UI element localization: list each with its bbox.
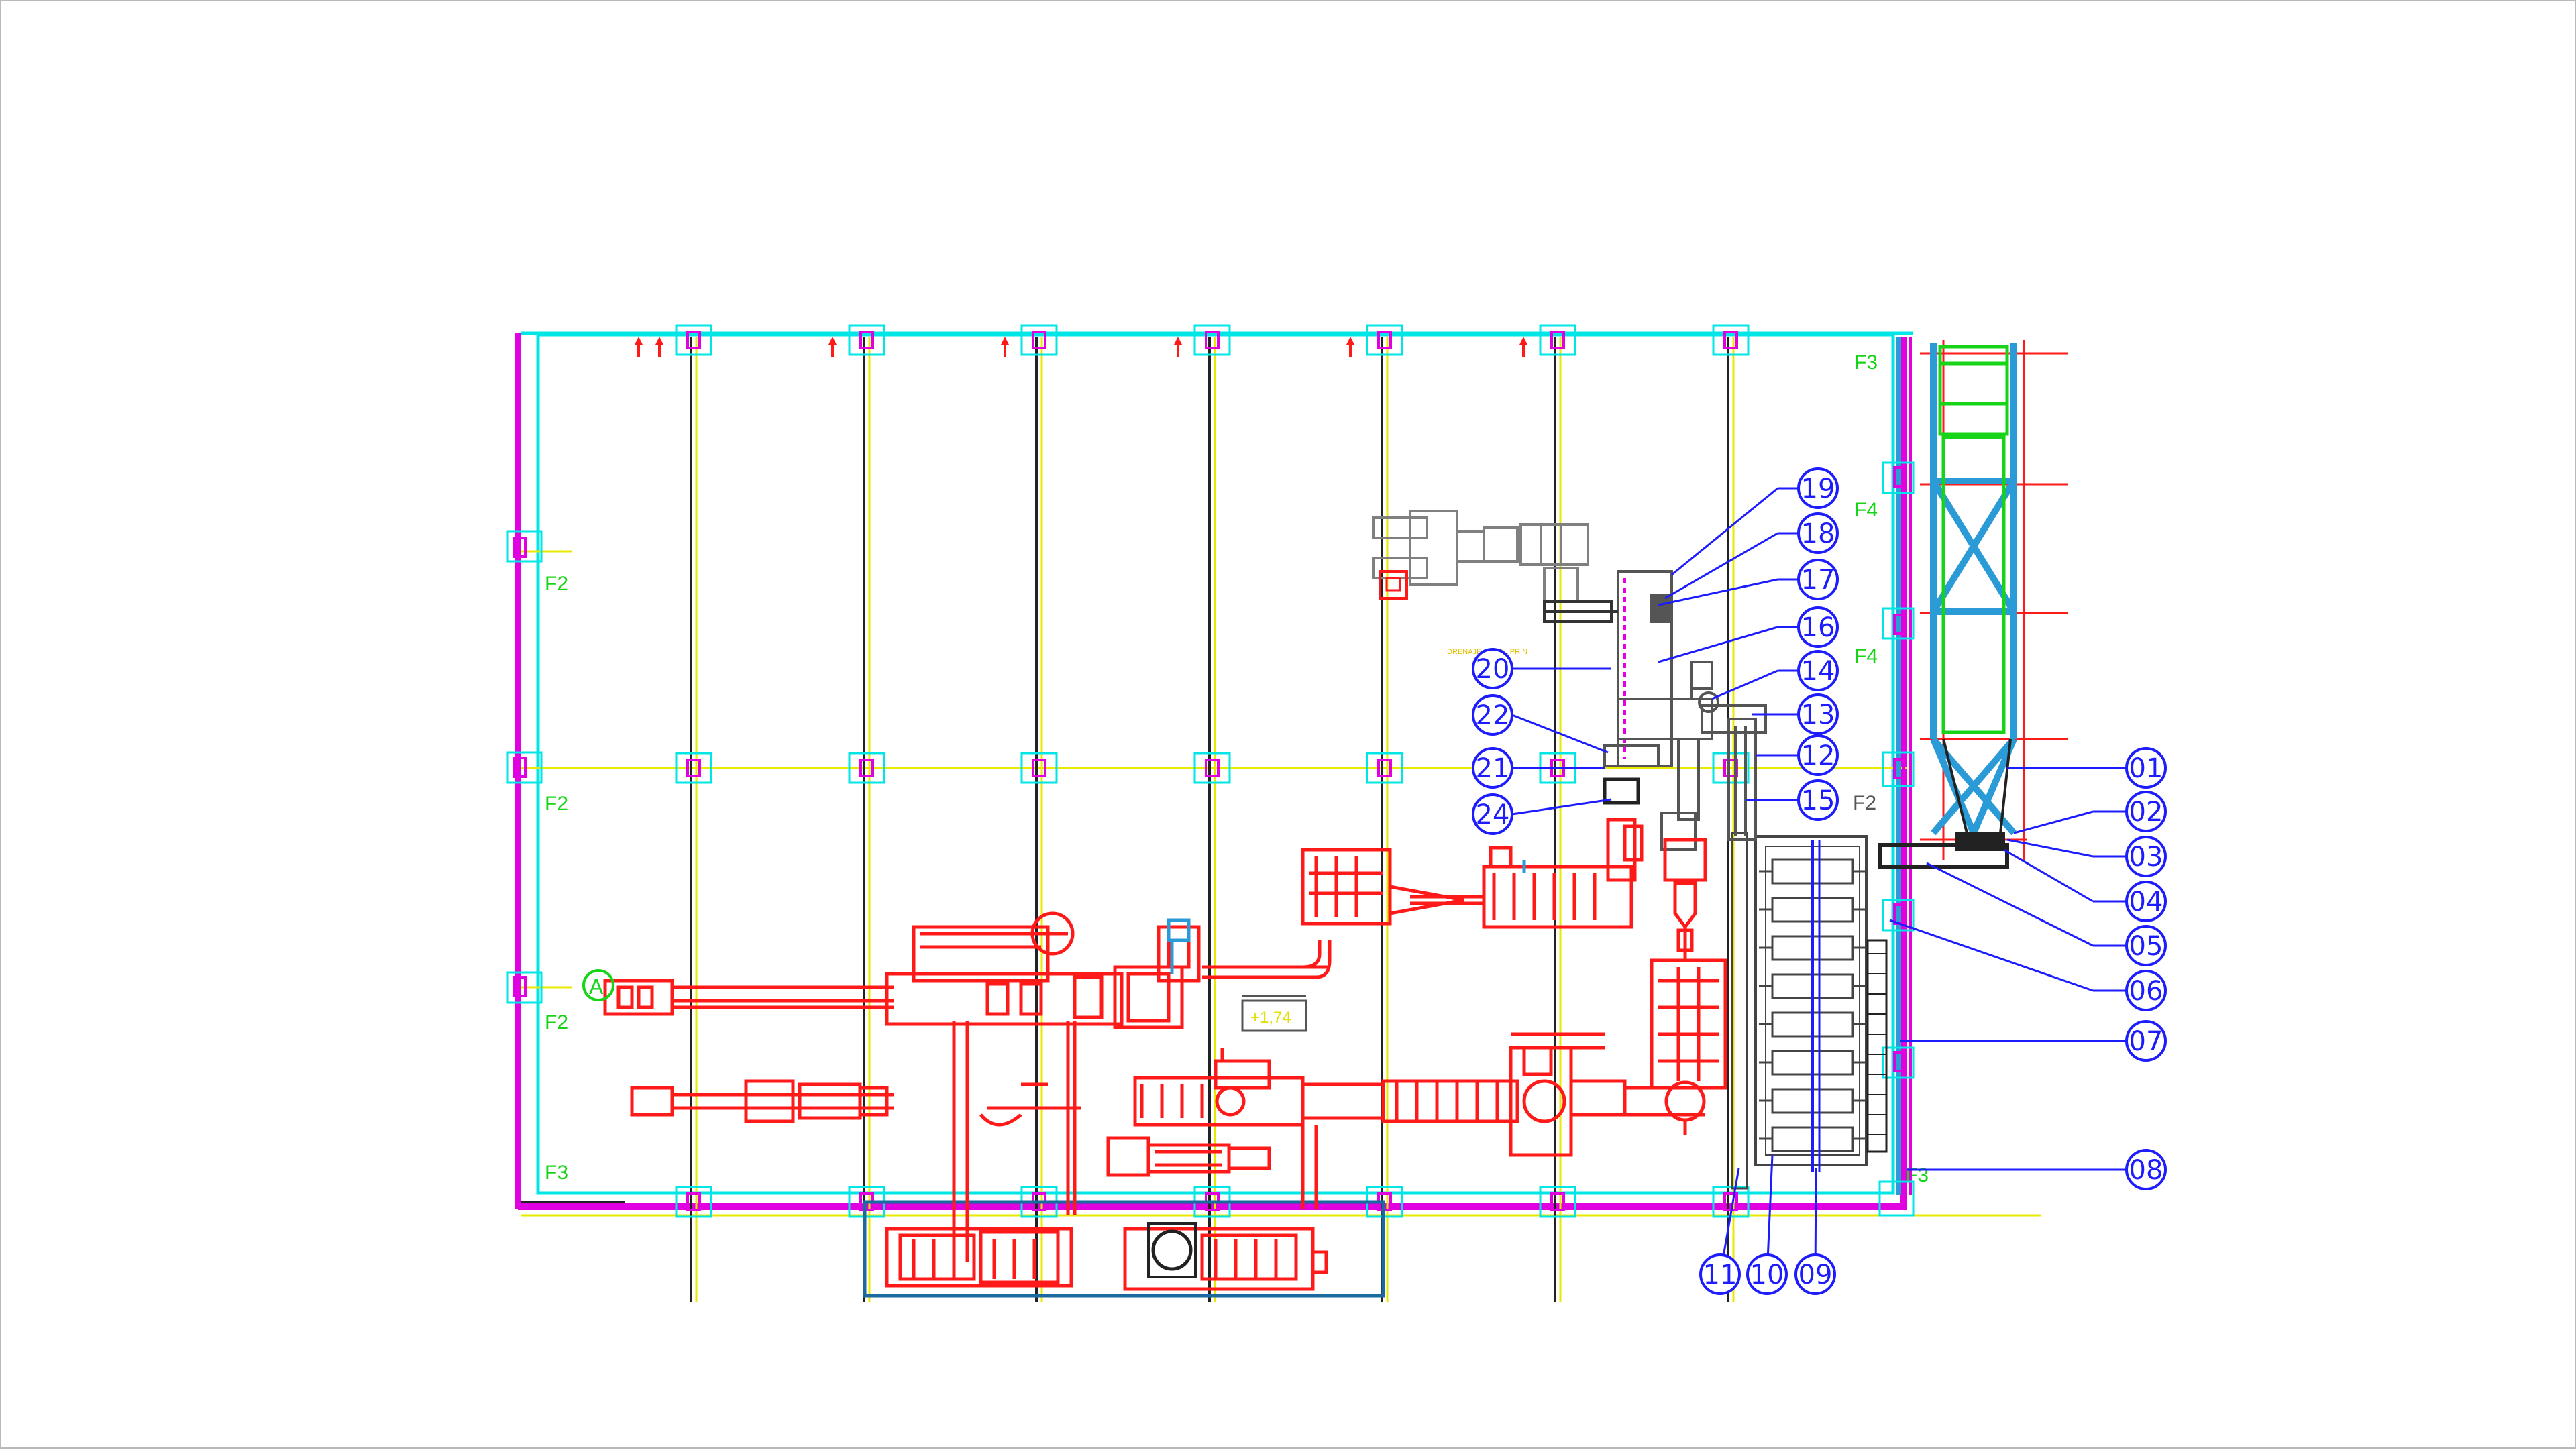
callout-20: 20	[1472, 648, 1513, 689]
callout-22: 22	[1472, 694, 1513, 736]
svg-text:10: 10	[1750, 1260, 1784, 1290]
callout-16: 16	[1778, 606, 1839, 648]
svg-text:04: 04	[2129, 887, 2163, 917]
callouts-right: 01 02 03 04 05 06 07 08	[2093, 747, 2167, 1190]
callout-24: 24	[1472, 793, 1513, 835]
upper-conveyor	[1372, 510, 1767, 851]
svg-text:07: 07	[2129, 1026, 2163, 1057]
svg-text:13: 13	[1801, 700, 1835, 730]
callout-11: 11	[1699, 1253, 1741, 1295]
callout-15: 15	[1778, 779, 1839, 821]
zone-label-f4-upper: F4	[1854, 499, 1878, 521]
callouts-left: 20 22 21 24	[1472, 648, 1513, 835]
zone-label-f3-top: F3	[1854, 351, 1878, 374]
svg-text:01: 01	[2129, 753, 2163, 784]
callout-19: 19	[1778, 467, 1839, 509]
zone-labels: F2 F2 F2 F3 F3 F4 F4 F2 F3	[545, 351, 1929, 1186]
svg-text:16: 16	[1801, 612, 1835, 643]
svg-text:08: 08	[2129, 1155, 2163, 1186]
zone-label-f2-upper: F2	[545, 573, 568, 595]
callouts-bottom: 11 10 09	[1699, 1253, 1836, 1295]
svg-text:14: 14	[1801, 656, 1835, 687]
svg-text:21: 21	[1476, 753, 1510, 784]
callout-17: 17	[1778, 559, 1839, 600]
svg-text:02: 02	[2129, 797, 2163, 828]
callout-01: 01	[2093, 747, 2167, 789]
callout-04: 04	[2093, 881, 2167, 922]
svg-text:18: 18	[1801, 518, 1835, 549]
callout-10: 10	[1746, 1253, 1788, 1295]
zone-label-f2-middle: F2	[545, 793, 568, 815]
leader-lines	[1511, 487, 2094, 1276]
callout-18: 18	[1778, 512, 1839, 554]
svg-text:20: 20	[1476, 654, 1510, 685]
callout-21: 21	[1472, 747, 1513, 789]
axis-marker-label: A	[589, 974, 604, 999]
elevation-marker: +1,74	[1241, 995, 1307, 1032]
process-equipment	[603, 818, 1727, 1291]
callouts-upper: 19 18 17 16 14 13 12 15	[1778, 467, 1839, 821]
callout-14: 14	[1778, 650, 1839, 691]
svg-text:22: 22	[1476, 700, 1510, 731]
svg-text:06: 06	[2129, 976, 2163, 1007]
callout-07: 07	[2093, 1020, 2167, 1062]
blue-accents	[1167, 860, 1526, 974]
svg-text:24: 24	[1476, 799, 1510, 830]
callout-13: 13	[1778, 693, 1839, 735]
dryer-rack	[1731, 832, 1888, 1190]
zone-label-f4-middle: F4	[1854, 645, 1878, 667]
svg-text:05: 05	[2129, 931, 2163, 962]
zone-label-f3-right: F3	[1905, 1164, 1929, 1186]
silo-structure	[1878, 337, 2068, 1217]
svg-text:09: 09	[1799, 1260, 1833, 1290]
svg-text:12: 12	[1801, 740, 1835, 771]
callout-02: 02	[2093, 791, 2167, 832]
svg-text:11: 11	[1703, 1260, 1737, 1290]
callout-06: 06	[2093, 970, 2167, 1011]
callout-03: 03	[2093, 836, 2167, 877]
callout-09: 09	[1794, 1253, 1836, 1295]
callout-05: 05	[2093, 925, 2167, 966]
zone-label-f2-lower: F2	[545, 1011, 568, 1034]
svg-text:03: 03	[2129, 842, 2163, 873]
svg-text:19: 19	[1801, 473, 1835, 504]
callout-12: 12	[1778, 734, 1839, 776]
svg-text:15: 15	[1801, 785, 1835, 816]
axis-marker-a: A	[582, 969, 614, 1001]
callout-08: 08	[2093, 1149, 2167, 1190]
elevation-label: +1,74	[1250, 1009, 1291, 1027]
zone-label-f2-right: F2	[1853, 792, 1876, 814]
svg-text:17: 17	[1801, 565, 1835, 596]
zone-label-f3-bottom: F3	[545, 1162, 568, 1184]
